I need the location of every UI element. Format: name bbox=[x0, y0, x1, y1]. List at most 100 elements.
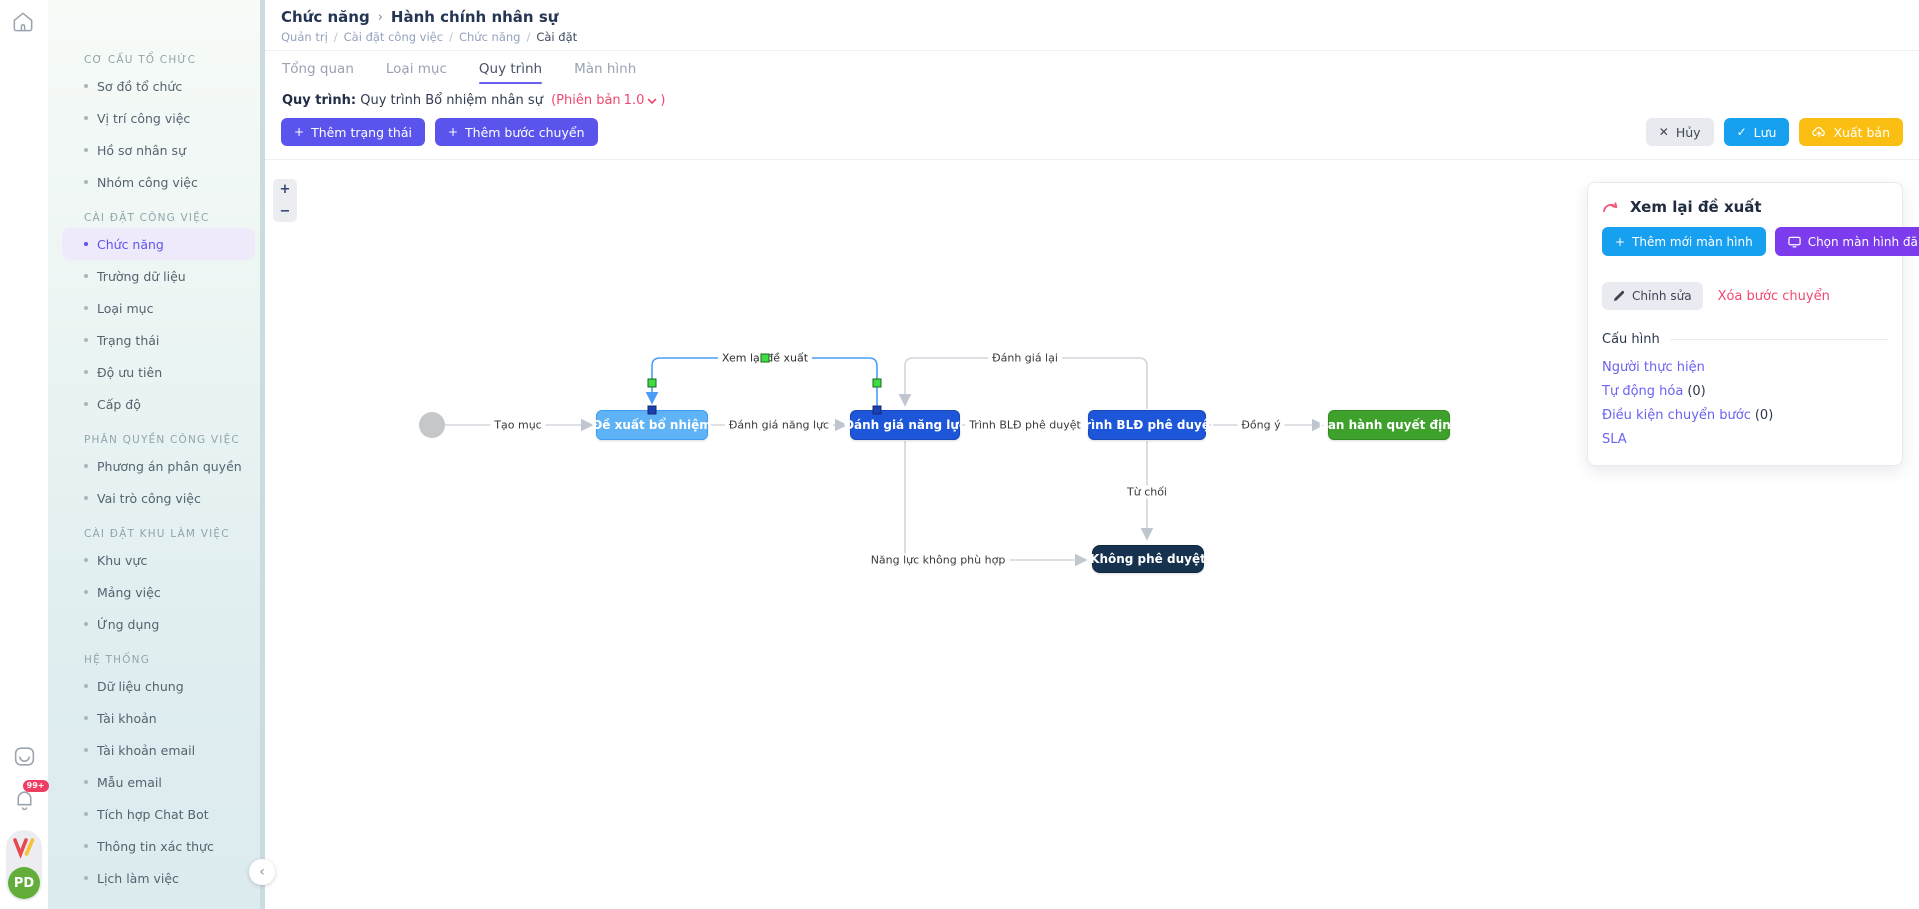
bullet-icon bbox=[84, 148, 88, 152]
edge-endpoint-handle[interactable] bbox=[647, 405, 657, 415]
edge-label-danh-gia-lai[interactable]: Đánh giá lại bbox=[988, 351, 1062, 365]
zoom-in-button[interactable]: + bbox=[279, 182, 291, 197]
edge-label-tu-choi[interactable]: Từ chối bbox=[1123, 485, 1171, 499]
sidebar-item-vai-tro-cong-viec[interactable]: Vai trò công việc bbox=[62, 482, 255, 514]
node-de-xuat-bo-nhiem[interactable]: Đề xuất bổ nhiệm bbox=[592, 410, 712, 440]
breadcrumb-link[interactable]: Quản trị bbox=[281, 30, 328, 44]
add-state-button[interactable]: + Thêm trạng thái bbox=[281, 118, 425, 146]
workspace-pill: PD bbox=[6, 830, 42, 901]
sidebar-section-permissions: PHÂN QUYỀN CÔNG VIỆC bbox=[84, 434, 240, 446]
page-title: Chức năng › Hành chính nhân sự bbox=[281, 8, 559, 26]
config-link-sla[interactable]: SLA bbox=[1602, 432, 1627, 447]
cancel-button[interactable]: ✕ Hủy bbox=[1645, 118, 1714, 146]
bullet-icon bbox=[84, 748, 88, 752]
add-screen-button[interactable]: + Thêm mới màn hình bbox=[1602, 227, 1766, 256]
sidebar: CƠ CẤU TỔ CHỨC Sơ đồ tổ chức Vị trí công… bbox=[48, 0, 265, 909]
edge-label-nang-luc-khong-phu-hop[interactable]: Năng lực không phù hợp bbox=[866, 553, 1010, 567]
sidebar-scrollbar[interactable] bbox=[260, 0, 265, 909]
breadcrumb-link[interactable]: Chức năng bbox=[458, 30, 521, 44]
edge-label-danh-gia-nang-luc[interactable]: Đánh giá năng lực bbox=[724, 418, 834, 432]
sidebar-section-work-settings: CÀI ĐẶT CÔNG VIỆC bbox=[84, 212, 210, 224]
bullet-icon bbox=[84, 180, 88, 184]
sidebar-section-workspace: CÀI ĐẶT KHU LÀM VIỆC bbox=[84, 528, 230, 540]
bullet-icon bbox=[84, 402, 88, 406]
sidebar-item-mau-email[interactable]: Mẫu email bbox=[62, 766, 255, 798]
sidebar-collapse-button[interactable]: ‹ bbox=[249, 859, 275, 885]
config-section: Cấu hình Người thực hiện Tự động hóa(0) … bbox=[1588, 310, 1902, 447]
sidebar-item-khu-vuc[interactable]: Khu vực bbox=[62, 544, 255, 576]
version-selector[interactable]: (Phiên bản 1.0 ) bbox=[551, 93, 666, 108]
config-title: Cấu hình bbox=[1602, 332, 1660, 347]
bullet-icon bbox=[84, 306, 88, 310]
sidebar-item-trang-thai[interactable]: Trạng thái bbox=[62, 324, 255, 356]
sidebar-section-system: HỆ THỐNG bbox=[84, 654, 151, 666]
node-trinh-bld-phe-duyet[interactable]: Trình BLĐ phê duyệt bbox=[1078, 410, 1216, 440]
sidebar-item-du-lieu-chung[interactable]: Dữ liệu chung bbox=[62, 670, 255, 702]
config-link-dieu-kien-chuyen-buoc[interactable]: Điều kiện chuyển bước(0) bbox=[1602, 408, 1774, 423]
sidebar-item-truong-du-lieu[interactable]: Trường dữ liệu bbox=[62, 260, 255, 292]
delete-transition-link[interactable]: Xóa bước chuyển bbox=[1717, 288, 1830, 304]
bullet-icon bbox=[84, 876, 88, 880]
node-ban-hanh-quyet-dinh[interactable]: Ban hành quyết định bbox=[1319, 410, 1459, 440]
sidebar-item-tai-khoan-email[interactable]: Tài khoản email bbox=[62, 734, 255, 766]
inbox-icon[interactable] bbox=[12, 744, 37, 773]
publish-button[interactable]: Xuất bản bbox=[1799, 118, 1903, 146]
close-icon: ✕ bbox=[1658, 125, 1669, 139]
sidebar-item-ung-dung[interactable]: Ứng dụng bbox=[62, 608, 255, 640]
edge-bend-handle[interactable] bbox=[872, 378, 882, 388]
workflow-canvas[interactable]: + − bbox=[265, 161, 1919, 909]
tab-man-hinh[interactable]: Màn hình bbox=[574, 61, 637, 77]
edge-xem-lai-de-xuat bbox=[645, 357, 878, 410]
sidebar-item-tich-hop-chat-bot[interactable]: Tích hợp Chat Bot bbox=[62, 798, 255, 830]
tab-tong-quan[interactable]: Tổng quan bbox=[282, 61, 354, 77]
sidebar-item-tai-khoan[interactable]: Tài khoản bbox=[62, 702, 255, 734]
sidebar-item-chuc-nang[interactable]: Chức năng bbox=[62, 228, 255, 260]
edge-label-trinh-bld-phe-duyet[interactable]: Trình BLĐ phê duyệt bbox=[965, 418, 1085, 432]
bullet-icon bbox=[84, 116, 88, 120]
save-button[interactable]: ✓ Lưu bbox=[1723, 118, 1790, 146]
tab-loai-muc[interactable]: Loại mục bbox=[385, 61, 447, 77]
start-node[interactable] bbox=[419, 412, 445, 438]
title-separator: › bbox=[377, 9, 383, 25]
bullet-icon bbox=[84, 716, 88, 720]
sidebar-item-nhom-cong-viec[interactable]: Nhóm công việc bbox=[62, 166, 255, 198]
edit-button[interactable]: Chỉnh sửa bbox=[1602, 282, 1703, 310]
edge-midpoint-handle[interactable] bbox=[760, 353, 770, 363]
check-icon: ✓ bbox=[1736, 125, 1747, 139]
home-icon[interactable] bbox=[10, 9, 36, 39]
sidebar-item-cap-do[interactable]: Cấp độ bbox=[62, 388, 255, 420]
sidebar-item-mang-viec[interactable]: Mảng việc bbox=[62, 576, 255, 608]
bullet-icon bbox=[84, 780, 88, 784]
edge-label-tao-muc[interactable]: Tạo mục bbox=[490, 418, 546, 432]
bell-icon[interactable] bbox=[12, 787, 37, 816]
tab-quy-trinh[interactable]: Quy trình bbox=[478, 51, 543, 87]
bullet-icon bbox=[84, 464, 88, 468]
sidebar-item-do-uu-tien[interactable]: Độ ưu tiên bbox=[62, 356, 255, 388]
zoom-control: + − bbox=[273, 179, 297, 223]
config-link-tu-dong-hoa[interactable]: Tự động hóa(0) bbox=[1602, 384, 1706, 399]
node-danh-gia-nang-luc[interactable]: Đánh giá năng lực bbox=[844, 410, 966, 440]
sidebar-section-org: CƠ CẤU TỔ CHỨC bbox=[84, 54, 197, 66]
transition-panel: Xem lại đề xuất + Thêm mới màn hình Chọn… bbox=[1587, 182, 1919, 466]
brand-logo[interactable] bbox=[11, 835, 37, 863]
sidebar-item-thong-tin-xac-thuc[interactable]: Thông tin xác thực bbox=[62, 830, 255, 862]
choose-screen-button[interactable]: Chọn màn hình đã có bbox=[1774, 227, 1919, 256]
sidebar-item-phuong-an-phan-quyen[interactable]: Phương án phân quyền bbox=[62, 450, 255, 482]
sidebar-item-vi-tri-cong-viec[interactable]: Vị trí công việc bbox=[62, 102, 255, 134]
edge-label-dong-y[interactable]: Đồng ý bbox=[1237, 418, 1285, 432]
breadcrumb-link[interactable]: Cài đặt công việc bbox=[343, 30, 444, 44]
sidebar-item-so-do-to-chuc[interactable]: Sơ đồ tổ chức bbox=[62, 70, 255, 102]
zoom-out-button[interactable]: − bbox=[279, 203, 291, 219]
node-khong-phe-duyet[interactable]: Không phê duyệt bbox=[1090, 545, 1206, 573]
sidebar-item-ho-so-nhan-su[interactable]: Hồ sơ nhân sự bbox=[62, 134, 255, 166]
bullet-icon bbox=[84, 242, 88, 246]
avatar[interactable]: PD bbox=[8, 867, 40, 899]
edge-endpoint-handle[interactable] bbox=[872, 405, 882, 415]
config-link-nguoi-thuc-hien[interactable]: Người thực hiện bbox=[1602, 360, 1705, 375]
sidebar-item-lich-lam-viec[interactable]: Lịch làm việc bbox=[62, 862, 255, 894]
sidebar-item-loai-muc[interactable]: Loại mục bbox=[62, 292, 255, 324]
bullet-icon bbox=[84, 812, 88, 816]
edge-bend-handle[interactable] bbox=[647, 378, 657, 388]
bullet-icon bbox=[84, 844, 88, 848]
add-transition-button[interactable]: + Thêm bước chuyển bbox=[434, 118, 598, 146]
